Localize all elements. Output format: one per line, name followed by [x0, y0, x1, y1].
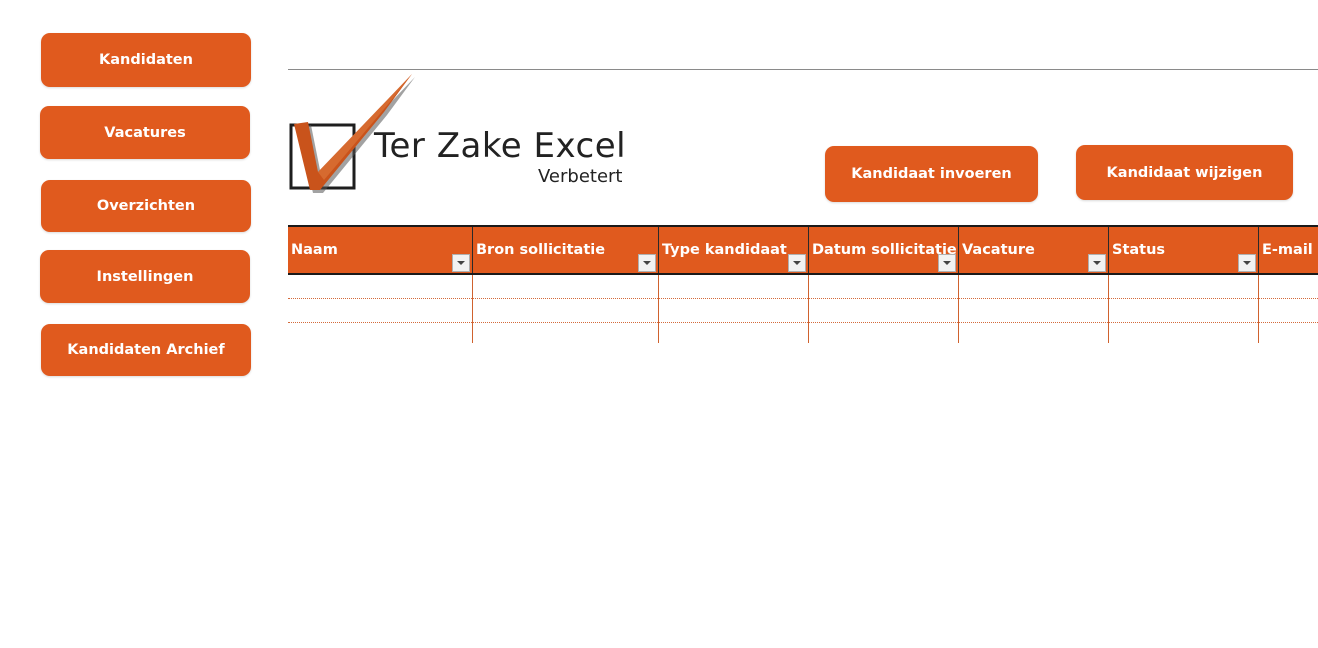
- column-divider: [808, 275, 809, 343]
- nav-button-kandidaten-archief[interactable]: Kandidaten Archief: [41, 324, 251, 376]
- column-header-e-mail[interactable]: E-mail: [1259, 227, 1318, 273]
- column-header-datum-sollicitatie[interactable]: Datum sollicitatie: [809, 227, 959, 273]
- nav-button-vacatures[interactable]: Vacatures: [40, 106, 250, 159]
- table-row[interactable]: [288, 299, 1318, 323]
- table-row[interactable]: [288, 323, 1318, 343]
- filter-dropdown-icon[interactable]: [1088, 254, 1106, 272]
- header-divider: [288, 69, 1318, 70]
- column-divider: [472, 275, 473, 343]
- filter-dropdown-icon[interactable]: [788, 254, 806, 272]
- column-header-vacature[interactable]: Vacature: [959, 227, 1109, 273]
- edit-candidate-label: Kandidaat wijzigen: [1106, 164, 1263, 181]
- column-header-label: Status: [1112, 242, 1166, 258]
- column-header-label: Datum sollicitatie: [812, 242, 957, 258]
- nav-button-overzichten[interactable]: Overzichten: [41, 180, 251, 232]
- table-row[interactable]: [288, 275, 1318, 299]
- add-candidate-button[interactable]: Kandidaat invoeren: [825, 146, 1038, 202]
- column-divider: [958, 275, 959, 343]
- nav-button-instellingen[interactable]: Instellingen: [40, 250, 250, 303]
- edit-candidate-button[interactable]: Kandidaat wijzigen: [1076, 145, 1293, 200]
- logo: [288, 72, 638, 194]
- brand-title: Ter Zake Excel: [374, 126, 627, 166]
- candidates-table: Naam Bron sollicitatie Type kandidaat Da…: [288, 225, 1318, 343]
- column-divider: [658, 275, 659, 343]
- filter-dropdown-icon[interactable]: [1238, 254, 1256, 272]
- column-header-bron-sollicitatie[interactable]: Bron sollicitatie: [473, 227, 659, 273]
- nav-button-label: Overzichten: [96, 198, 196, 214]
- nav-button-label: Instellingen: [96, 268, 194, 285]
- nav-button-label: Kandidaten Archief: [67, 342, 225, 358]
- filter-dropdown-icon[interactable]: [938, 254, 956, 272]
- column-header-label: Vacature: [962, 242, 1035, 258]
- table-header-row: Naam Bron sollicitatie Type kandidaat Da…: [288, 225, 1318, 275]
- column-header-label: Type kandidaat: [662, 242, 787, 258]
- brand-subtitle: Verbetert: [538, 166, 623, 187]
- column-divider: [1258, 275, 1259, 343]
- nav-button-label: Vacatures: [104, 124, 186, 141]
- column-header-label: E-mail: [1262, 242, 1313, 258]
- nav-button-kandidaten[interactable]: Kandidaten: [41, 33, 251, 87]
- filter-dropdown-icon[interactable]: [452, 254, 470, 272]
- column-header-type-kandidaat[interactable]: Type kandidaat: [659, 227, 809, 273]
- column-header-label: Bron sollicitatie: [476, 242, 606, 258]
- checkbox-check-logo-icon: [289, 74, 415, 193]
- column-header-status[interactable]: Status: [1109, 227, 1259, 273]
- filter-dropdown-icon[interactable]: [638, 254, 656, 272]
- column-header-naam[interactable]: Naam: [288, 227, 473, 273]
- column-header-label: Naam: [291, 242, 338, 258]
- nav-button-label: Kandidaten: [99, 52, 193, 68]
- add-candidate-label: Kandidaat invoeren: [851, 166, 1012, 182]
- column-divider: [1108, 275, 1109, 343]
